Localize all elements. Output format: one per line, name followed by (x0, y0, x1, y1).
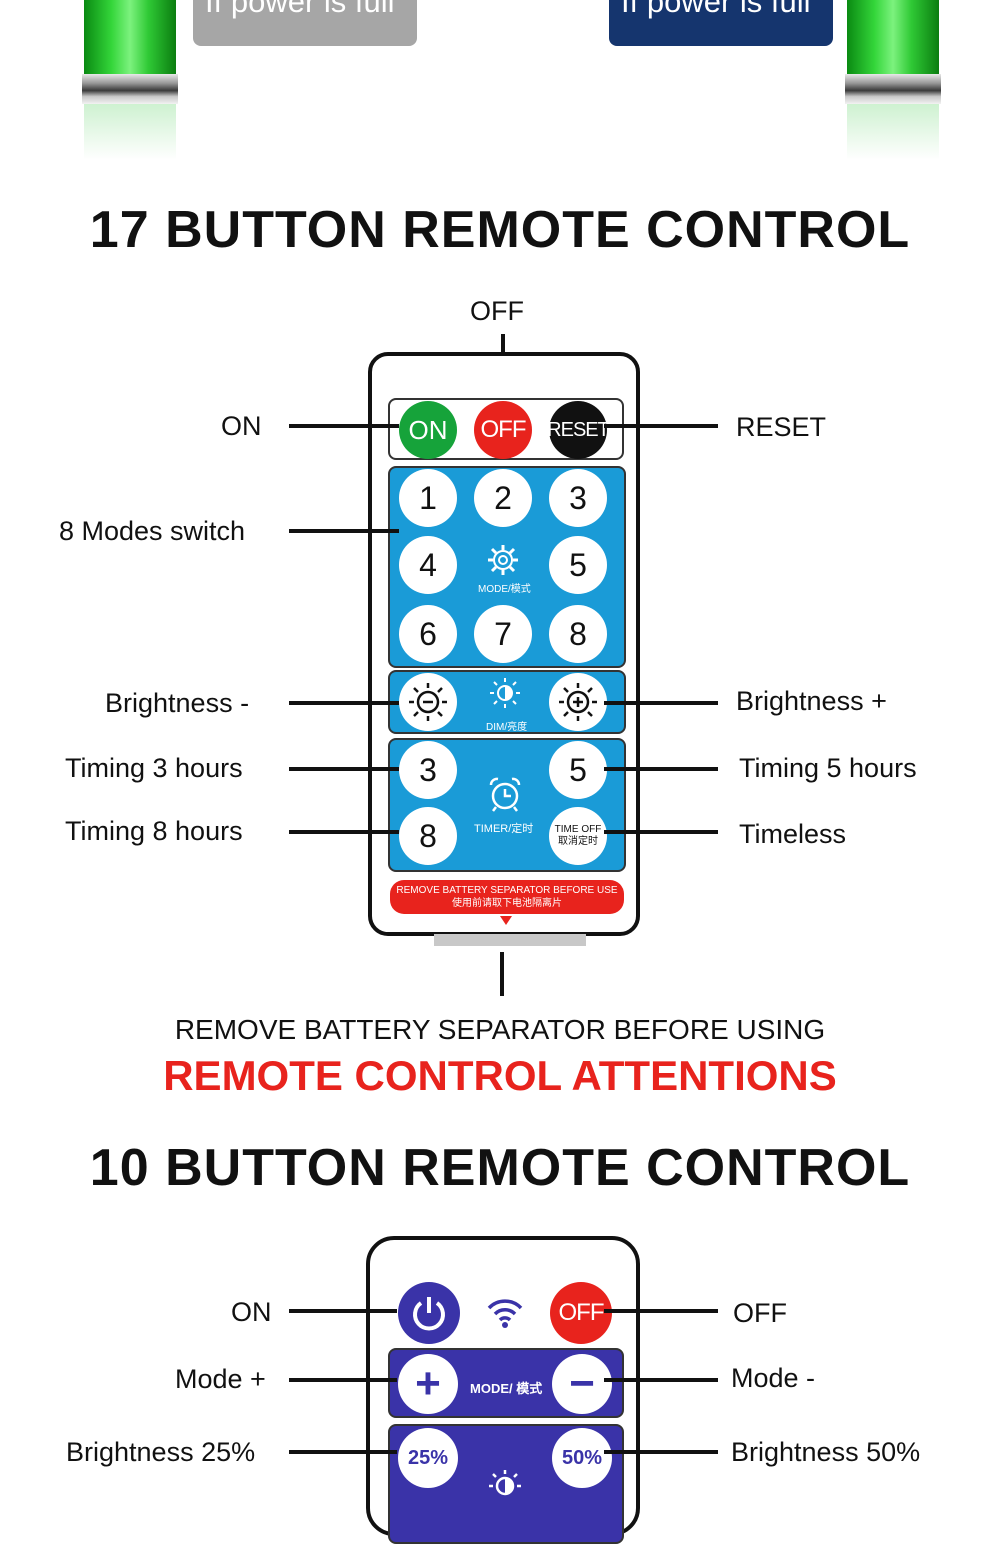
timeless-button[interactable]: TIME OFF 取消定时 (549, 807, 607, 865)
timeoff-text-cn: 取消定时 (558, 836, 598, 847)
off-button-10[interactable]: OFF (550, 1282, 612, 1344)
pointer-timeless (604, 830, 718, 834)
mode-2-button[interactable]: 2 (474, 469, 532, 527)
mode-6-button[interactable]: 6 (399, 605, 457, 663)
label-mode-plus: Mode + (175, 1364, 266, 1394)
gear-icon (485, 542, 521, 583)
brightness-minus-button[interactable] (399, 673, 457, 731)
section-title-10: 10 BUTTON REMOTE CONTROL (89, 1139, 911, 1197)
attentions-title: REMOTE CONTROL ATTENTIONS (163, 1052, 837, 1099)
label-off-10: OFF (733, 1298, 787, 1328)
power-full-label-right: If power is full (609, 0, 833, 46)
pointer-separator (500, 952, 504, 996)
mode-7-button[interactable]: 7 (474, 605, 532, 663)
mode-3-button[interactable]: 3 (549, 469, 607, 527)
pointer-on (289, 424, 399, 428)
power-icon (413, 1297, 445, 1331)
alarm-clock-icon (487, 776, 523, 819)
label-timeless: Timeless (739, 819, 847, 849)
warning-text-en: REMOVE BATTERY SEPARATOR BEFORE USE (396, 885, 618, 896)
power-row-frame (388, 398, 624, 460)
label-reset: RESET (736, 412, 827, 442)
brightness-plus-button[interactable] (549, 673, 607, 731)
dim-caption: DIM/亮度 (486, 722, 528, 733)
pointer-timing8 (289, 830, 399, 834)
label-brightness-minus: Brightness - (105, 688, 250, 718)
timing-5-button[interactable]: 5 (549, 741, 607, 799)
reset-button[interactable]: RESET (547, 401, 610, 459)
label-brightness-plus: Brightness + (736, 686, 887, 716)
sun-icon-10 (487, 1468, 523, 1509)
label-timing3: Timing 3 hours (65, 753, 243, 783)
arrow-down-icon (500, 916, 512, 925)
mode-1-button[interactable]: 1 (399, 469, 457, 527)
mode-4-button[interactable]: 4 (399, 536, 457, 594)
mode-plus-button[interactable]: + (398, 1354, 458, 1414)
remote-10-button: OFF + MODE/ 模式 − 25% 50% (366, 1236, 640, 1544)
sun-minus-icon (409, 683, 447, 721)
timer-caption: TIMER/定时 (474, 823, 534, 835)
timing-3-button[interactable]: 3 (399, 741, 457, 799)
pointer-mode-plus (289, 1378, 397, 1382)
pointer-brightness-minus (289, 701, 399, 705)
pointer-timing5 (604, 767, 718, 771)
power-full-label-left: If power is full (193, 0, 417, 46)
label-on: ON (221, 411, 262, 441)
label-brightness-50: Brightness 50% (731, 1437, 921, 1467)
pointer-brightness-plus (604, 701, 718, 705)
pointer-mode-minus (604, 1378, 718, 1382)
pointer-on-10 (289, 1309, 397, 1313)
pointer-reset (604, 424, 718, 428)
label-modes: 8 Modes switch (59, 516, 246, 546)
power-on-button[interactable] (398, 1282, 460, 1344)
pointer-brightness-25 (289, 1450, 397, 1454)
battery-right-icon (845, 0, 941, 160)
mode-5-button[interactable]: 5 (549, 536, 607, 594)
label-brightness-25: Brightness 25% (66, 1437, 256, 1467)
label-off: OFF (470, 296, 524, 326)
on-button[interactable]: ON (399, 401, 457, 459)
wireless-icon (486, 1294, 524, 1335)
remove-separator-text: REMOVE BATTERY SEPARATOR BEFORE USING (174, 1014, 826, 1045)
mode-caption-10: MODE/ 模式 (470, 1381, 543, 1396)
brightness-50-button[interactable]: 50% (552, 1428, 612, 1488)
mode-minus-button[interactable]: − (552, 1354, 612, 1414)
label-timing5: Timing 5 hours (739, 753, 917, 783)
warning-text-cn: 使用前请取下电池隔离片 (452, 898, 562, 909)
sun-plus-icon (559, 683, 597, 721)
off-button[interactable]: OFF (474, 401, 532, 459)
timeoff-text: TIME OFF (554, 824, 602, 835)
timing-8-button[interactable]: 8 (399, 807, 457, 865)
pointer-modes (289, 529, 399, 533)
pointer-timing3 (289, 767, 399, 771)
battery-left-icon (82, 0, 178, 160)
brightness-25-button[interactable]: 25% (398, 1428, 458, 1488)
section-title-17: 17 BUTTON REMOTE CONTROL (89, 201, 911, 259)
label-timing8: Timing 8 hours (65, 816, 243, 846)
mode-8-button[interactable]: 8 (549, 605, 607, 663)
mode-caption: MODE/模式 (478, 584, 531, 595)
pointer-brightness-50 (604, 1450, 718, 1454)
label-on-10: ON (231, 1297, 272, 1327)
pointer-off-10 (604, 1309, 718, 1313)
dim-sun-icon (488, 676, 522, 715)
label-mode-minus: Mode - (731, 1363, 816, 1393)
battery-separator-tab (434, 934, 586, 946)
remote-17-button: ON OFF RESET 1 2 3 4 MODE/模式 5 6 7 8 DIM… (368, 352, 640, 936)
separator-warning: REMOVE BATTERY SEPARATOR BEFORE USE 使用前请… (390, 880, 624, 914)
